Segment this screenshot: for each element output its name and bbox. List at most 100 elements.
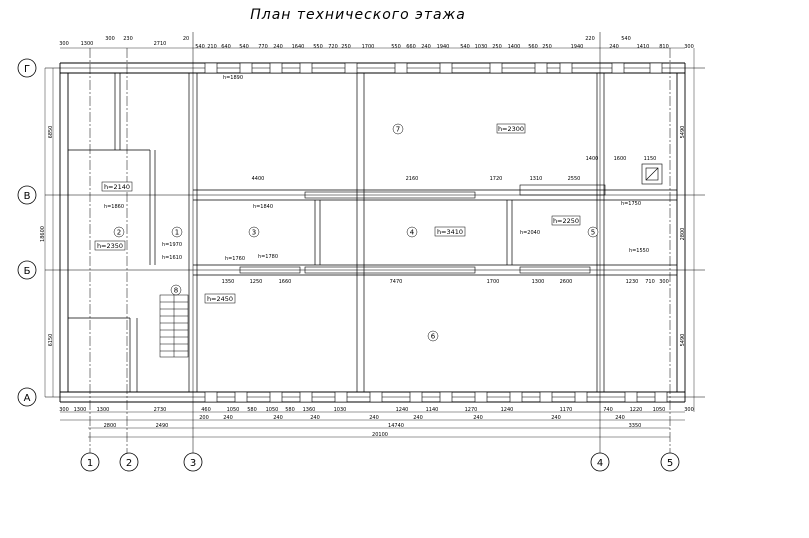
svg-text:2800: 2800 xyxy=(104,423,117,429)
svg-text:1240: 1240 xyxy=(396,407,409,413)
svg-text:1050: 1050 xyxy=(227,407,240,413)
svg-text:250: 250 xyxy=(542,44,552,50)
svg-text:240: 240 xyxy=(609,44,619,50)
svg-text:3: 3 xyxy=(252,229,256,237)
svg-text:1220: 1220 xyxy=(630,407,643,413)
axis-bubble-2: 2 xyxy=(119,452,139,472)
corridor-dimensions: 4400 2160 1720 1310 2550 1400 1600 1150 … xyxy=(222,156,669,285)
svg-text:740: 740 xyxy=(603,407,613,413)
svg-text:14740: 14740 xyxy=(388,423,404,429)
svg-text:1300: 1300 xyxy=(74,407,87,413)
svg-text:810: 810 xyxy=(659,44,669,50)
svg-text:240: 240 xyxy=(473,415,483,421)
svg-text:1170: 1170 xyxy=(560,407,573,413)
svg-text:1150: 1150 xyxy=(644,156,657,162)
drawing-title: План технического этажа xyxy=(250,7,466,23)
svg-text:7: 7 xyxy=(396,126,400,134)
svg-text:h=1550: h=1550 xyxy=(629,248,649,254)
svg-text:300: 300 xyxy=(105,36,115,42)
svg-text:1410: 1410 xyxy=(637,44,650,50)
room-3: 3 xyxy=(248,226,260,238)
svg-text:2730: 2730 xyxy=(154,407,167,413)
svg-text:1240: 1240 xyxy=(501,407,514,413)
svg-text:660: 660 xyxy=(406,44,416,50)
svg-text:6: 6 xyxy=(431,333,436,341)
svg-text:Г: Г xyxy=(24,64,30,75)
svg-text:3: 3 xyxy=(190,458,196,469)
svg-text:h=2140: h=2140 xyxy=(104,183,130,191)
level-label-2250: h=2250 xyxy=(551,215,581,226)
svg-text:300: 300 xyxy=(59,407,69,413)
svg-text:240: 240 xyxy=(223,415,233,421)
svg-text:1050: 1050 xyxy=(653,407,666,413)
axis-bubble-b: Б xyxy=(17,260,37,280)
svg-text:2800: 2800 xyxy=(680,228,686,241)
axis-bubble-4: 4 xyxy=(590,452,610,472)
svg-text:h=3410: h=3410 xyxy=(437,228,463,236)
inner-walls xyxy=(68,73,677,392)
svg-text:540: 540 xyxy=(195,44,205,50)
room-8: 8 xyxy=(170,284,182,296)
svg-text:А: А xyxy=(24,393,31,404)
svg-text:540: 540 xyxy=(621,36,631,42)
svg-text:1140: 1140 xyxy=(426,407,439,413)
svg-text:1310: 1310 xyxy=(530,176,543,182)
svg-text:2490: 2490 xyxy=(156,423,169,429)
svg-text:300: 300 xyxy=(59,41,69,47)
svg-text:200: 200 xyxy=(199,415,209,421)
svg-text:h=1760: h=1760 xyxy=(225,256,245,262)
svg-text:h=1890: h=1890 xyxy=(223,75,243,81)
svg-text:240: 240 xyxy=(310,415,320,421)
svg-text:300: 300 xyxy=(684,44,694,50)
svg-text:1400: 1400 xyxy=(586,156,599,162)
svg-text:8: 8 xyxy=(174,287,178,295)
svg-text:1: 1 xyxy=(87,458,93,469)
svg-text:240: 240 xyxy=(615,415,625,421)
axis-bubble-v: В xyxy=(17,185,37,205)
svg-text:1270: 1270 xyxy=(465,407,478,413)
top-dimensions: 300 1300 300 230 2710 20 540 210 640 540… xyxy=(59,36,694,50)
svg-text:2710: 2710 xyxy=(154,41,167,47)
level-label-2140: h=2140 xyxy=(101,181,133,192)
svg-text:5: 5 xyxy=(591,229,595,237)
svg-text:1700: 1700 xyxy=(362,44,375,50)
bottom-dimensions-2: 200 240 240 240 240 240 240 240 240 xyxy=(199,415,625,421)
svg-text:1250: 1250 xyxy=(250,279,263,285)
svg-text:640: 640 xyxy=(221,44,231,50)
level-labels: h=2300 h=2140 h=2350 h=2450 h=3410 h=225… xyxy=(94,123,581,304)
svg-text:h=2450: h=2450 xyxy=(207,295,233,303)
beams xyxy=(239,184,606,274)
svg-text:240: 240 xyxy=(551,415,561,421)
vent-shaft xyxy=(641,163,663,185)
room-4: 4 xyxy=(406,226,418,238)
svg-text:2160: 2160 xyxy=(406,176,419,182)
axis-bubble-1: 1 xyxy=(80,452,100,472)
axis-bubble-a: А xyxy=(17,387,37,407)
svg-text:540: 540 xyxy=(460,44,470,50)
svg-text:1050: 1050 xyxy=(266,407,279,413)
svg-text:1940: 1940 xyxy=(571,44,584,50)
svg-text:5: 5 xyxy=(667,458,673,469)
svg-text:h=1860: h=1860 xyxy=(104,204,124,210)
svg-text:1720: 1720 xyxy=(490,176,503,182)
dimension-lines xyxy=(44,47,695,438)
svg-text:7470: 7470 xyxy=(390,279,403,285)
svg-text:540: 540 xyxy=(239,44,249,50)
svg-text:770: 770 xyxy=(258,44,268,50)
svg-text:2600: 2600 xyxy=(560,279,573,285)
svg-text:h=1610: h=1610 xyxy=(162,255,182,261)
svg-text:240: 240 xyxy=(413,415,423,421)
level-label-2300: h=2300 xyxy=(496,123,526,134)
svg-text:5490: 5490 xyxy=(680,334,686,347)
room-6: 6 xyxy=(427,330,439,342)
overall-dimensions: 2800 2490 14740 3350 20100 18600 6850 61… xyxy=(40,126,686,438)
room-1: 1 xyxy=(171,226,183,238)
svg-text:6150: 6150 xyxy=(48,334,54,347)
svg-text:300: 300 xyxy=(659,279,669,285)
svg-text:580: 580 xyxy=(247,407,257,413)
svg-text:240: 240 xyxy=(273,44,283,50)
svg-text:1660: 1660 xyxy=(279,279,292,285)
svg-text:1300: 1300 xyxy=(97,407,110,413)
svg-text:h=1780: h=1780 xyxy=(258,254,278,260)
